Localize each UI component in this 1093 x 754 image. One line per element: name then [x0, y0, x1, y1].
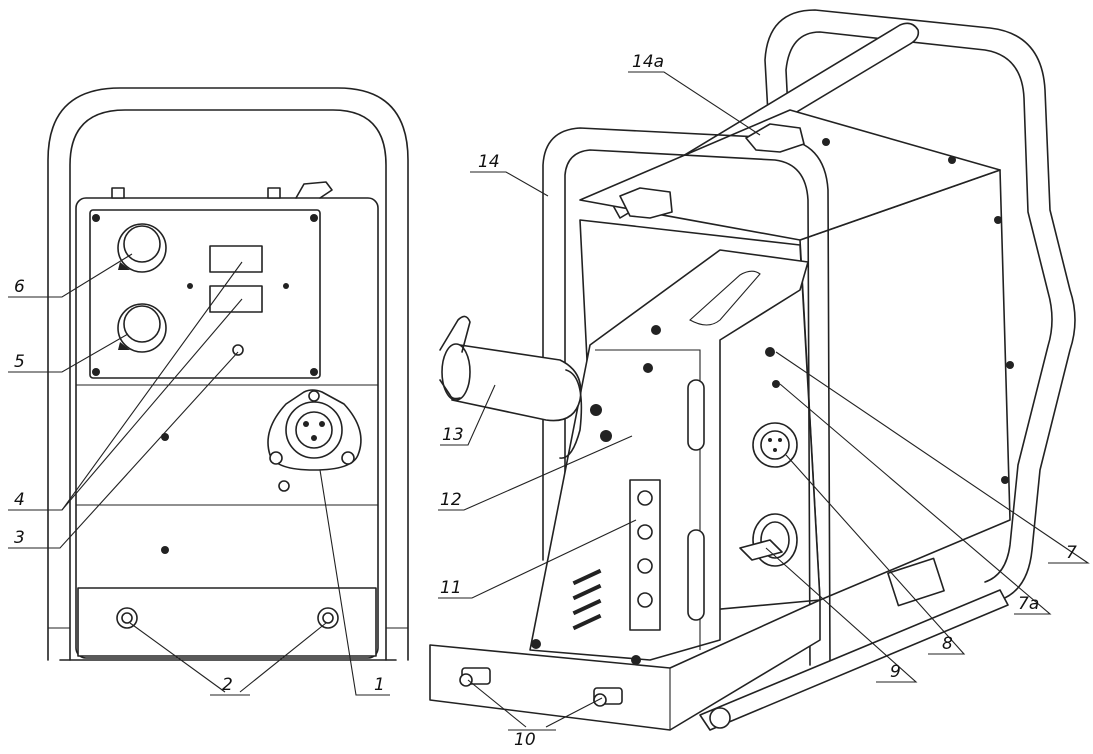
mount-bracket — [529, 249, 809, 661]
top-clip-rear — [745, 123, 805, 153]
knob-lower — [117, 303, 167, 353]
indicator-lamp — [232, 344, 244, 356]
label-9: 9 — [890, 662, 901, 682]
display-upper — [209, 245, 263, 273]
label-7: 7 — [1066, 543, 1077, 563]
label-13: 13 — [442, 425, 464, 445]
leader-lines — [8, 71, 1090, 731]
label-11: 11 — [440, 578, 462, 598]
top-clip-front — [619, 187, 673, 219]
label-5: 5 — [14, 352, 25, 372]
label-4: 4 — [14, 490, 25, 510]
display-lower — [209, 285, 263, 313]
side-label-plate — [887, 557, 945, 607]
vent-slots — [572, 568, 602, 631]
label-3: 3 — [14, 528, 25, 548]
power-outlet — [739, 513, 798, 567]
label-8: 8 — [942, 634, 953, 654]
callout-labels: 6 5 4 3 2 1 14 14a 13 12 11 10 9 8 7a 7 — [14, 52, 1077, 750]
front-frame-inner — [69, 109, 387, 661]
front-fitting-right — [317, 607, 339, 629]
side-connector — [752, 422, 798, 468]
spool-cylinder — [439, 315, 583, 459]
label-14a: 14a — [632, 52, 664, 72]
knob-upper — [117, 223, 167, 273]
label-1: 1 — [374, 675, 385, 695]
isometric-view — [429, 9, 1076, 731]
label-7a: 7a — [1018, 594, 1039, 614]
label-6: 6 — [14, 277, 25, 297]
rear-frame — [764, 9, 1076, 601]
iso-housing-top — [579, 109, 1001, 241]
front-connector — [267, 389, 362, 492]
front-top-clip — [295, 181, 333, 199]
base-rail — [699, 589, 1009, 731]
base-fitting-left — [459, 667, 491, 687]
iso-housing-side — [799, 169, 1011, 601]
base-fitting-right — [593, 687, 623, 707]
label-14: 14 — [478, 152, 500, 172]
front-view — [47, 87, 409, 661]
front-fitting-left — [116, 607, 138, 629]
label-10: 10 — [514, 730, 536, 750]
label-12: 12 — [440, 490, 462, 510]
front-frame-outer — [47, 87, 409, 661]
label-2: 2 — [222, 675, 233, 695]
